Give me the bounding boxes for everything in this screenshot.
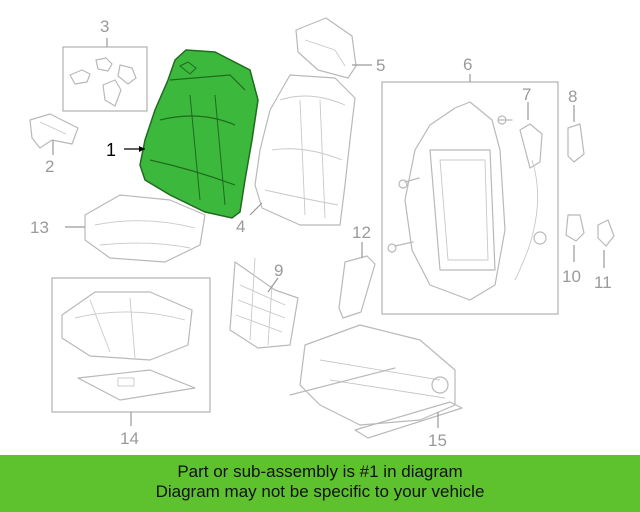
part-5-headrest-bracket[interactable] [295,17,357,79]
info-banner: Part or sub-assembly is #1 in diagram Di… [0,455,640,512]
callout-11[interactable]: 11 [594,273,612,292]
banner-line-2: Diagram may not be specific to your vehi… [155,482,485,501]
part-3-clips[interactable] [62,46,148,112]
callout-12[interactable]: 12 [352,223,371,242]
part-11-clip[interactable] [597,219,615,247]
callout-15[interactable]: 15 [428,431,447,450]
part-13-cushion-cover[interactable] [84,194,206,263]
part-6-seat-back-frame[interactable] [381,81,559,315]
part-8-trim[interactable] [567,123,585,163]
callout-10[interactable]: 10 [562,267,581,286]
callout-13[interactable]: 13 [30,218,49,237]
callout-2[interactable]: 2 [45,157,54,176]
callout-5[interactable]: 5 [376,56,385,75]
part-4-seat-back-pad[interactable] [254,74,356,226]
part-10-clip[interactable] [565,214,585,242]
lead-4 [249,202,263,216]
parts-diagram: 3 1 2 5 6 7 8 13 4 12 9 10 11 14 15 [29,17,615,450]
part-12-side-panel[interactable] [338,255,376,319]
callout-3[interactable]: 3 [100,17,109,36]
lead-9 [267,277,279,293]
part-14-cushion-pad[interactable] [51,277,211,413]
callout-8[interactable]: 8 [568,87,577,106]
part-15-seat-track[interactable] [289,324,463,439]
lead-1-arrow [139,146,145,152]
callout-9[interactable]: 9 [274,261,283,280]
part-1-seat-back-cover[interactable] [139,49,259,219]
callout-7[interactable]: 7 [522,85,531,104]
callout-14[interactable]: 14 [120,429,139,448]
callout-6[interactable]: 6 [463,55,472,74]
banner-line-1: Part or sub-assembly is #1 in diagram [177,462,463,481]
part-2-bracket[interactable] [29,113,79,149]
part-9-spring-mat[interactable] [229,257,299,349]
callout-4[interactable]: 4 [236,217,245,236]
callout-1[interactable]: 1 [106,140,116,160]
